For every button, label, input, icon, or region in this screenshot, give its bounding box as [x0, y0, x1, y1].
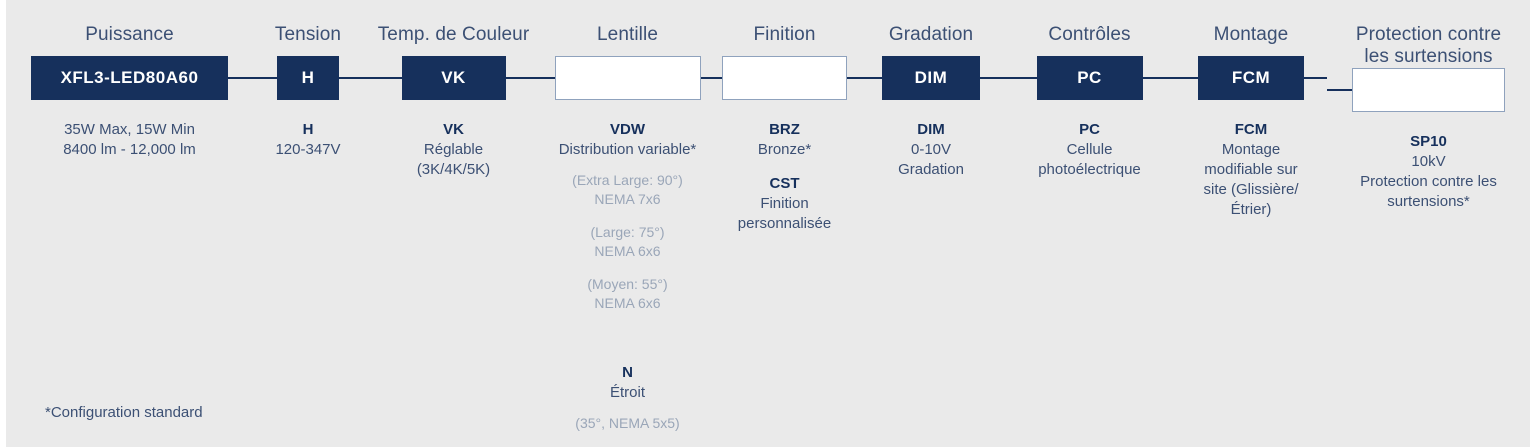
option-description: 120-347V	[275, 141, 341, 158]
option-code: SP10	[1410, 133, 1447, 150]
option-list: PC Cellule photoélectrique	[1004, 100, 1175, 180]
code-box-row: PC	[1004, 56, 1175, 100]
option-subdetail: (35°, NEMA 5x5)	[575, 415, 680, 431]
code-box-input[interactable]	[554, 56, 701, 100]
column-header: Tension	[274, 24, 342, 45]
code-box-row	[544, 56, 711, 100]
option-subdetail: (Extra Large: 90°) NEMA 7x6	[572, 172, 683, 207]
code-box-filled[interactable]: XFL3-LED80A60	[31, 56, 228, 100]
option-code: FCM	[1234, 121, 1268, 138]
option-list: BRZ Bronze* CST Finition personnalisée	[711, 100, 858, 234]
option-list: FCM Montage modifiable sur site (Glissièr…	[1175, 100, 1327, 220]
option-subdetail: (Large: 75°) NEMA 6x6	[590, 224, 665, 259]
code-box-input[interactable]	[1352, 68, 1505, 112]
option-description: 10kV Protection contre les surtensions*	[1360, 153, 1497, 210]
column-header: Gradation	[888, 24, 974, 45]
option-code: N	[622, 364, 633, 381]
option-description: Montage modifiable sur site (Glissière/ …	[1203, 141, 1299, 218]
code-box-row	[1327, 68, 1530, 112]
option-item: PC Cellule photoélectrique	[1004, 120, 1175, 180]
option-item: 35W Max, 15W Min 8400 lm - 12,000 lm	[6, 120, 253, 160]
option-item: CST Finition personnalisée	[711, 174, 858, 234]
option-code: CST	[769, 175, 800, 192]
column-header: Contrôles	[1048, 24, 1131, 45]
option-item: (Large: 75°) NEMA 6x6	[544, 223, 711, 261]
option-item: BRZ Bronze*	[711, 120, 858, 160]
option-description: Bronze*	[757, 141, 812, 158]
code-box-filled[interactable]: DIM	[882, 56, 980, 100]
code-box-row	[711, 56, 858, 100]
option-code: VDW	[610, 121, 645, 138]
option-description: Distribution variable*	[558, 141, 697, 158]
option-list: DIM 0-10V Gradation	[858, 100, 1004, 180]
option-list: H 120-347V	[253, 100, 363, 160]
option-description: Cellule photoélectrique	[1038, 141, 1141, 178]
code-box-filled[interactable]: H	[277, 56, 339, 100]
footnote: *Configuration standard	[45, 404, 203, 421]
option-item: H 120-347V	[253, 120, 363, 160]
option-code: DIM	[917, 121, 945, 138]
option-item: DIM 0-10V Gradation	[858, 120, 1004, 180]
code-box-filled[interactable]: FCM	[1198, 56, 1304, 100]
code-box-input[interactable]	[722, 56, 847, 100]
option-description: 0-10V Gradation	[898, 141, 964, 178]
column-header: Montage	[1213, 24, 1289, 45]
code-box-filled[interactable]: PC	[1036, 56, 1143, 100]
option-list: SP10 10kV Protection contre les surtensio…	[1327, 112, 1530, 212]
code-box-row: H	[253, 56, 363, 100]
option-list: VK Réglable (3K/4K/5K)	[363, 100, 544, 180]
column-header: Finition	[753, 24, 816, 45]
option-description: Finition personnalisée	[737, 195, 832, 232]
option-description: Réglable (3K/4K/5K)	[416, 141, 491, 178]
option-list: 35W Max, 15W Min 8400 lm - 12,000 lm	[6, 100, 253, 160]
code-box-filled[interactable]: VK	[401, 56, 506, 100]
code-box-row: VK	[363, 56, 544, 100]
option-item: N Étroit (35°, NEMA 5x5)	[544, 363, 711, 433]
option-subdetail: (Moyen: 55°) NEMA 6x6	[587, 276, 668, 311]
option-description: Étroit	[609, 384, 645, 401]
option-code: PC	[1079, 121, 1100, 138]
option-code: H	[302, 121, 314, 138]
option-item: VK Réglable (3K/4K/5K)	[363, 120, 544, 180]
option-item: (Moyen: 55°) NEMA 6x6	[544, 275, 711, 313]
column-header: Lentille	[596, 24, 658, 45]
column-header: Protection contre les surtensions	[1355, 24, 1502, 67]
code-box-row: DIM	[858, 56, 1004, 100]
option-code: VK	[443, 121, 464, 138]
option-list: VDW Distribution variable* (Extra Large: 9…	[544, 100, 711, 433]
code-box-row: FCM	[1175, 56, 1327, 100]
option-item: VDW Distribution variable* (Extra Large: 9…	[544, 120, 711, 209]
code-box-row: XFL3-LED80A60	[6, 56, 253, 100]
option-code: BRZ	[769, 121, 800, 138]
column-header: Puissance	[85, 24, 174, 45]
option-description: 35W Max, 15W Min 8400 lm - 12,000 lm	[63, 121, 196, 158]
option-item: FCM Montage modifiable sur site (Glissièr…	[1175, 120, 1327, 220]
option-item: SP10 10kV Protection contre les surtensio…	[1327, 132, 1530, 212]
column-header: Temp. de Couleur	[377, 24, 530, 45]
